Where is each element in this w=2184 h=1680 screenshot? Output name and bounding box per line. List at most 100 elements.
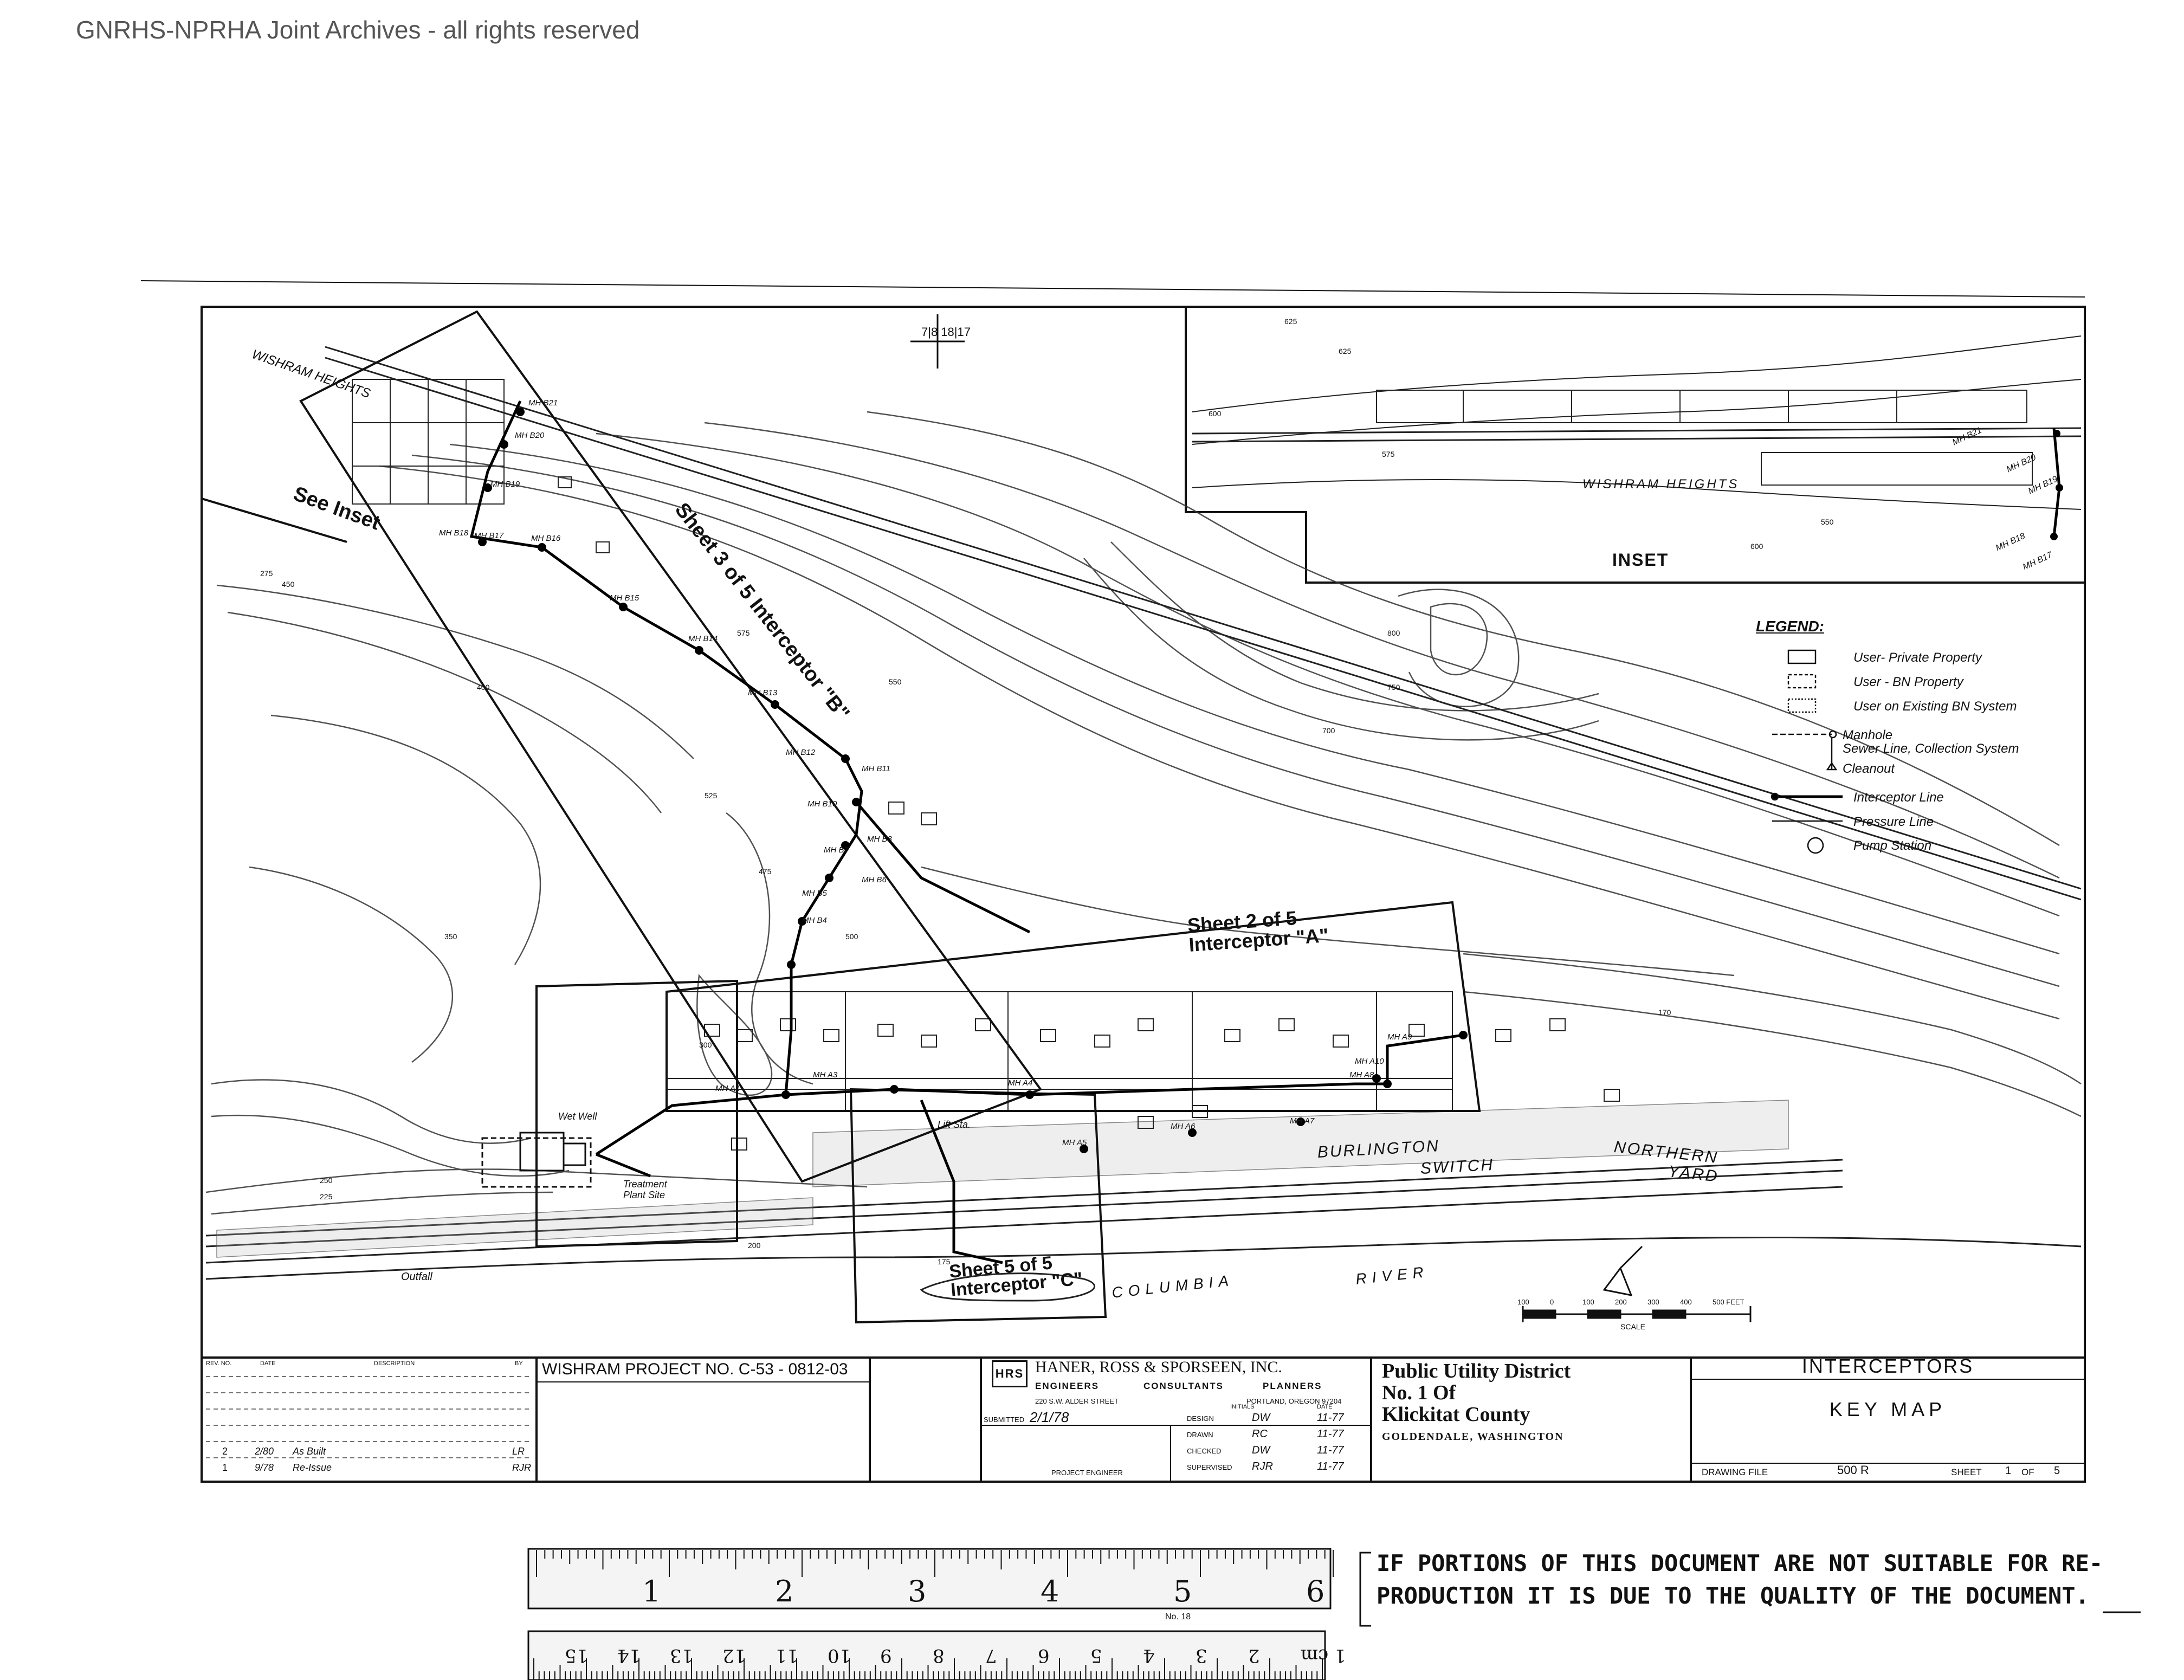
revision-desc: Re-Issue (293, 1462, 332, 1473)
revision-by: RJR (512, 1462, 531, 1473)
project-engineer-label: PROJECT ENGINEER (1051, 1469, 1123, 1477)
contour-elevation-label: 750 (1387, 683, 1400, 692)
inset-manhole-dots (2050, 430, 2063, 540)
wet-well-label: Wet Well (558, 1111, 597, 1122)
legend-title: LEGEND: (1756, 618, 1824, 635)
revision-date: 9/78 (255, 1462, 274, 1473)
firm-role: PLANNERS (1263, 1381, 1322, 1391)
notice-bracket (1359, 1552, 2141, 1627)
revision-header: REV. NO. (206, 1360, 232, 1367)
ruler-cm-label: 1 cm (1301, 1645, 1346, 1666)
inset-contour-label: 625 (1284, 317, 1297, 326)
manhole-label: MH B17 (474, 531, 504, 540)
house-markers (558, 476, 1620, 1151)
ruler-model: No. 18 (1165, 1612, 1191, 1621)
signoff-date: 11-77 (1317, 1444, 1344, 1456)
manhole-label: MH B14 (688, 634, 718, 643)
contour-elevation-label: 225 (320, 1192, 333, 1201)
contour-elevation-label: 170 (1658, 1008, 1671, 1017)
legend-item: User- Private Property (1853, 650, 1982, 665)
initials-header: INITIALS (1230, 1404, 1255, 1410)
client-city: GOLDENDALE, WASHINGTON (1382, 1431, 1564, 1443)
ruler-cm-label: 7 (985, 1645, 997, 1666)
signoff-role: SUPERVISED (1187, 1463, 1232, 1471)
revision-desc: As Built (293, 1446, 326, 1457)
sheet-number: 1 (2005, 1465, 2012, 1477)
firm-address: 220 S.W. ALDER STREET (1035, 1397, 1119, 1405)
manhole-label: MH B19 (490, 480, 520, 489)
manhole-label: MH A4 (1008, 1078, 1033, 1088)
scale-tick-label: 0 (1550, 1298, 1554, 1306)
manhole-label: MH B13 (748, 688, 778, 697)
outfall-label: Outfall (401, 1271, 432, 1283)
revision-header: BY (515, 1360, 523, 1367)
legend-item: User on Existing BN System (1853, 699, 2017, 714)
contour-elevation-label: 475 (759, 867, 772, 876)
ruler-cm-label: 4 (1143, 1645, 1155, 1666)
revision-header: DESCRIPTION (374, 1360, 415, 1367)
inset-drawing (1192, 335, 2082, 537)
project-number: WISHRAM PROJECT NO. C-53 - 0812-03 (542, 1360, 848, 1378)
sheet3-boundary (299, 310, 1043, 1183)
legend-item: Sewer Line, Collection System (1843, 741, 2019, 756)
manhole-label: MH B12 (786, 748, 816, 757)
sheet2-boundary (665, 901, 1481, 1112)
signoff-date: 11-77 (1317, 1412, 1344, 1424)
revision-by: LR (512, 1446, 525, 1457)
contour-elevation-label: 800 (1387, 629, 1400, 637)
scale-label: SCALE (1620, 1322, 1645, 1331)
firm-logo: HRS (992, 1360, 1028, 1387)
legend-item: Pressure Line (1853, 815, 1934, 829)
manhole-label: MH A9 (1387, 1032, 1412, 1042)
ruler-cm-label: 13 (670, 1645, 694, 1666)
submitted-label: SUBMITTED (984, 1416, 1025, 1424)
client-line2: No. 1 Of (1382, 1381, 1456, 1404)
contour-elevation-label: 625 (1339, 347, 1352, 356)
ruler-cm-label: 12 (722, 1645, 746, 1666)
scale-tick-label: 400 (1680, 1298, 1692, 1306)
firm-name: HANER, ROSS & SPORSEEN, INC. (1035, 1358, 1282, 1376)
inset-contour-label: 600 (1209, 409, 1222, 418)
manhole-label: MH A3 (813, 1070, 838, 1080)
contour-elevation-label: 550 (889, 677, 902, 686)
manhole-label: MH A10 (1355, 1057, 1384, 1066)
contour-elevation-label: 525 (705, 791, 718, 800)
client-line1: Public Utility District (1382, 1360, 1571, 1382)
revision-rows (206, 1376, 531, 1458)
manhole-label: MH B15 (610, 593, 639, 603)
manhole-label: MH B21 (528, 398, 558, 408)
scale-tick-label: 300 (1647, 1298, 1659, 1306)
inset-contour-label: 550 (1821, 518, 1834, 526)
signoff-date: 11-77 (1317, 1428, 1344, 1440)
north-arrow (1603, 1245, 1643, 1297)
revision-header: DATE (260, 1360, 276, 1367)
ruler-cm-label: 11 (775, 1645, 799, 1666)
ruler-cm-label: 5 (1090, 1645, 1102, 1666)
revision-no: 1 (222, 1462, 228, 1473)
manhole-label: MH B16 (531, 534, 561, 543)
signoff-initials: DW (1252, 1444, 1270, 1456)
title-block-frame (201, 1356, 2086, 1483)
firm-city: PORTLAND, OREGON 97204 (1246, 1397, 1342, 1405)
revision-no: 2 (222, 1446, 228, 1457)
sheet2-label: Sheet 2 of 5 Interceptor "A" (1187, 906, 1329, 956)
treatment-plant-label: Treatment Plant Site (623, 1179, 667, 1200)
contour-elevation-label: 350 (444, 932, 457, 941)
manhole-label: MH A7 (1290, 1116, 1315, 1126)
date-header: DATE (1317, 1404, 1333, 1410)
river-shoreline (205, 1236, 2082, 1302)
inset-title: INSET (1612, 550, 1669, 570)
ruler-cm-label: 15 (565, 1645, 589, 1666)
reproduction-notice: IF PORTIONS OF THIS DOCUMENT ARE NOT SUI… (1377, 1547, 2146, 1612)
ruler-cm-label: 3 (1196, 1645, 1207, 1666)
signoff-initials: RJR (1252, 1461, 1273, 1472)
signoff-initials: DW (1252, 1412, 1270, 1424)
manhole-label: MH B18 (439, 528, 469, 538)
firm-role: CONSULTANTS (1143, 1381, 1224, 1391)
contour-elevation-label: 275 (260, 569, 273, 578)
contour-elevation-label: 575 (737, 629, 750, 637)
ruler-cm-label: 6 (1038, 1645, 1050, 1666)
scale-tick-label: 500 FEET (1713, 1298, 1744, 1306)
ruler-inch-label: 1 (642, 1574, 661, 1608)
